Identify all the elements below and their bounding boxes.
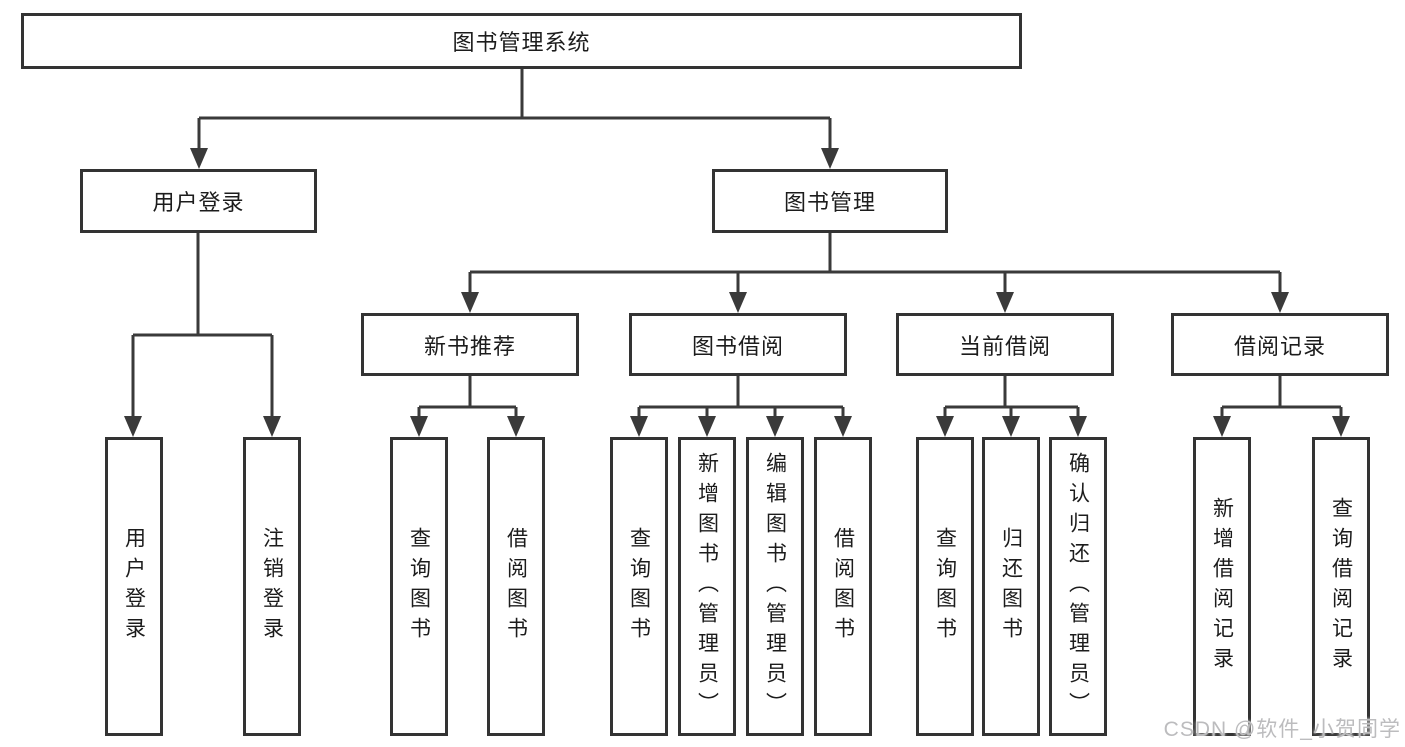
- leaf-borrow-books-recommend: 借阅图书: [487, 437, 545, 736]
- leaf-add-book-admin: 新增图书（管理员）: [678, 437, 736, 736]
- leaf-query-books-current: 查询图书: [916, 437, 974, 736]
- leaf-confirm-return-admin: 确认归还（管理员）: [1049, 437, 1107, 736]
- node-current-borrowing: 当前借阅: [896, 313, 1114, 376]
- csdn-watermark: CSDN @软件_小贺同学: [1163, 718, 1401, 741]
- node-book-borrowing: 图书借阅: [629, 313, 847, 376]
- leaf-add-borrow-record: 新增借阅记录: [1193, 437, 1251, 736]
- node-user-login: 用户登录: [80, 169, 317, 233]
- leaf-query-books-recommend: 查询图书: [390, 437, 448, 736]
- node-new-book-recommend: 新书推荐: [361, 313, 579, 376]
- leaf-query-books-borrow: 查询图书: [610, 437, 668, 736]
- leaf-return-book: 归还图书: [982, 437, 1040, 736]
- leaf-borrow-books: 借阅图书: [814, 437, 872, 736]
- node-book-management: 图书管理: [712, 169, 948, 233]
- leaf-edit-book-admin: 编辑图书（管理员）: [746, 437, 804, 736]
- leaf-logout: 注销登录: [243, 437, 301, 736]
- leaf-query-borrow-record: 查询借阅记录: [1312, 437, 1370, 736]
- leaf-user-login: 用户登录: [105, 437, 163, 736]
- node-library-management-system: 图书管理系统: [21, 13, 1022, 69]
- node-borrowing-records: 借阅记录: [1171, 313, 1389, 376]
